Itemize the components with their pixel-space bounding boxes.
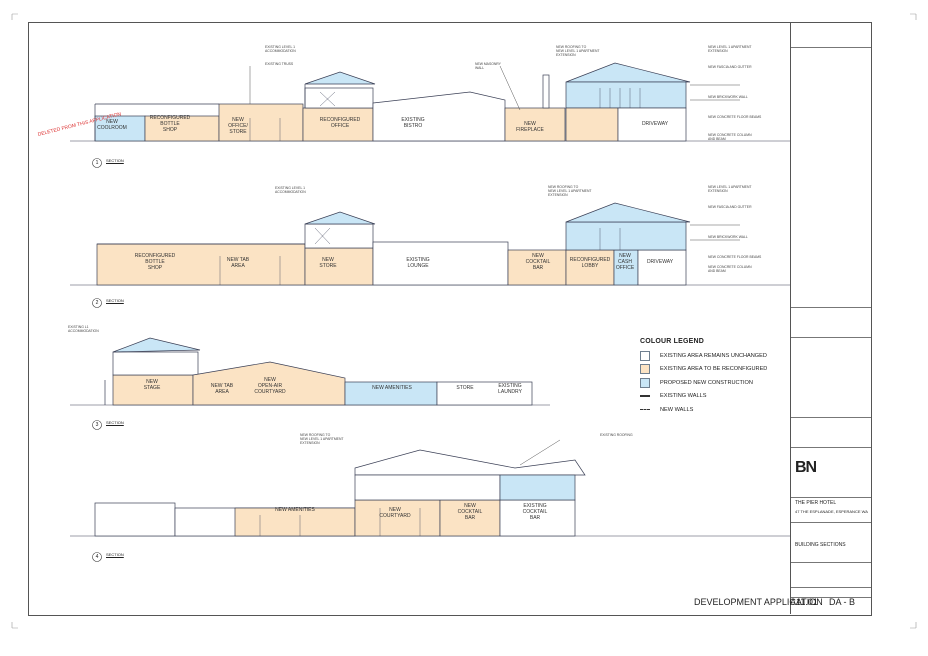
legend-label: EXISTING AREA TO BE RECONFIGURED	[660, 366, 768, 373]
legend-label: EXISTING AREA REMAINS UNCHANGED	[660, 352, 767, 359]
section-1	[70, 62, 790, 142]
section-number: 1	[95, 160, 99, 166]
section-label: SECTION	[106, 158, 124, 163]
legend-label: NEW WALLS	[660, 406, 694, 413]
legend-item: PROPOSED NEW CONSTRUCTION	[640, 376, 780, 390]
room-label: EXISTING COCKTAIL BAR	[522, 503, 548, 521]
drawing-stage: DA - B	[829, 597, 856, 607]
callout-note: NEW CONCRETE COLUMN AND BEAM	[708, 265, 752, 273]
legend-title: COLOUR LEGEND	[640, 338, 705, 345]
legend-item: EXISTING AREA TO BE RECONFIGURED	[640, 363, 780, 377]
callout-note: EXISTING TRUSS	[265, 62, 294, 66]
room-label: RECONFIGURED OFFICE	[319, 117, 361, 129]
room-label: NEW CASH OFFICE	[615, 253, 635, 271]
room-label: NEW AMENITIES	[275, 507, 315, 513]
room-label: NEW STAGE	[143, 379, 161, 391]
callout-note: NEW FASCIA AND GUTTER	[708, 205, 752, 209]
callout-note: NEW BRICKWORK WALL	[708, 235, 748, 239]
room-label: NEW COOLROOM	[97, 119, 127, 131]
callout-note: NEW LEVEL 1 APARTMENT EXTENSION	[708, 45, 752, 53]
legend-swatch	[640, 377, 650, 388]
room-label: NEW AMENITIES	[372, 385, 412, 391]
drawing-title: BUILDING SECTIONS	[795, 542, 846, 548]
drawing-number: A11.01	[790, 597, 818, 607]
callout-note: NEW LEVEL 1 APARTMENT EXTENSION	[708, 185, 752, 193]
callout-note: EXISTING LEVEL 1 ACCOMMODATION	[275, 186, 306, 194]
architect-logo: BN	[795, 459, 817, 476]
room-label: RECONFIGURED BOTTLE SHOP	[149, 115, 191, 133]
legend-swatch	[640, 350, 650, 361]
callout-leaders	[249, 65, 740, 466]
callout-note: NEW CONCRETE COLUMN AND BEAM	[708, 133, 752, 141]
section-number: 4	[95, 554, 99, 560]
room-label: RECONFIGURED LOBBY	[569, 257, 611, 269]
title-block: THE PIER HOTEL 47 THE ESPLANADE, ESPERAN…	[790, 22, 871, 614]
room-label: DRIVEWAY	[641, 121, 669, 127]
crop-marks	[11, 13, 917, 629]
room-label: EXISTING BISTRO	[401, 117, 425, 129]
project-name: THE PIER HOTEL	[795, 500, 837, 506]
section-number: 2	[95, 300, 99, 306]
legend-swatch	[640, 364, 650, 375]
callout-note: NEW ROOFING TO NEW LEVEL 1 APARTMENT EXT…	[556, 45, 600, 57]
section-3	[70, 337, 550, 406]
section-number: 3	[95, 422, 99, 428]
room-label: NEW OFFICE/ STORE	[228, 117, 248, 135]
legend-swatch	[640, 395, 650, 398]
colour-legend: COLOUR LEGEND EXISTING AREA REMAINS UNCH…	[640, 338, 780, 417]
callout-note: NEW ROOFING TO NEW LEVEL 1 APARTMENT EXT…	[300, 433, 344, 445]
legend-item: EXISTING AREA REMAINS UNCHANGED	[640, 349, 780, 363]
legend-item: EXISTING WALLS	[640, 390, 780, 404]
callout-note: EXISTING ROOFING	[600, 433, 633, 437]
room-label: STORE	[456, 385, 474, 391]
room-label: NEW STORE	[319, 257, 337, 269]
section-label: SECTION	[106, 552, 124, 557]
room-label: NEW TAB AREA	[210, 383, 234, 395]
legend-item: NEW WALLS	[640, 403, 780, 417]
legend-swatch	[640, 409, 650, 411]
room-label: NEW TAB AREA	[226, 257, 250, 269]
callout-note: NEW MASONRY WALL	[475, 62, 501, 70]
room-label: EXISTING LAUNDRY	[498, 383, 522, 395]
callout-note: NEW FASCIA AND GUTTER	[708, 65, 752, 69]
room-label: NEW OPEN-AIR COURTYARD	[254, 377, 286, 395]
room-label: DRIVEWAY	[646, 259, 674, 265]
callout-note: EXISTING L1 ACCOMMODATION	[68, 325, 99, 333]
section-markers	[92, 158, 102, 562]
legend-label: PROPOSED NEW CONSTRUCTION	[660, 379, 753, 386]
callout-note: NEW ROOFING TO NEW LEVEL 1 APARTMENT EXT…	[548, 185, 592, 197]
room-label: RECONFIGURED BOTTLE SHOP	[134, 253, 176, 271]
callout-note: NEW CONCRETE FLOOR BEAMS	[708, 255, 762, 259]
legend-label: EXISTING WALLS	[660, 393, 707, 400]
section-label: SECTION	[106, 298, 124, 303]
callout-note: NEW BRICKWORK WALL	[708, 95, 748, 99]
footer-status: DEVELOPMENT APPLICATION	[694, 597, 823, 607]
room-label: EXISTING LOUNGE	[406, 257, 430, 269]
room-label: NEW COCKTAIL BAR	[457, 503, 483, 521]
room-label: NEW COCKTAIL BAR	[525, 253, 551, 271]
section-label: SECTION	[106, 420, 124, 425]
section-2	[70, 202, 790, 286]
room-label: NEW COURTYARD	[379, 507, 411, 519]
callout-note: NEW CONCRETE FLOOR BEAMS	[708, 115, 762, 119]
callout-note: EXISTING LEVEL 1 ACCOMMODATION	[265, 45, 296, 53]
room-label: NEW FIREPLACE	[516, 121, 544, 133]
project-address: 47 THE ESPLANADE, ESPERANCE WA	[795, 509, 868, 514]
section-4	[70, 449, 790, 537]
